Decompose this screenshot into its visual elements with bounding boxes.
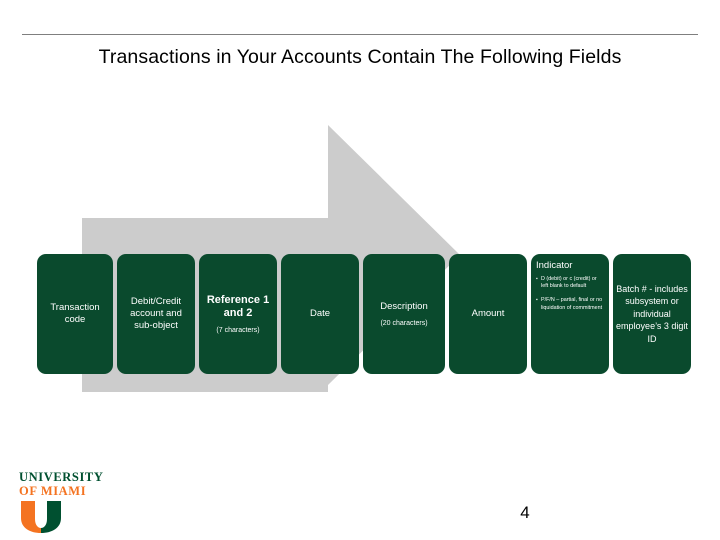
field-box-transaction-code: Transaction code <box>37 254 113 374</box>
field-label-batch-number: Batch # - includes subsystem or individu… <box>616 283 688 344</box>
indicator-bullet-debit-credit: D (debit) or c (credit) or left blank to… <box>536 275 605 290</box>
u-monogram-icon <box>21 501 61 533</box>
field-caption-description: (20 characters) <box>380 319 428 327</box>
field-box-description: Description (20 characters) <box>363 254 445 374</box>
logo-text-of-miami: OF MIAMI <box>19 484 87 498</box>
field-box-indicator: Indicator D (debit) or c (credit) or lef… <box>531 254 609 374</box>
field-box-debit-credit-account: Debit/Credit account and sub-object <box>117 254 195 374</box>
title-divider-rule <box>22 34 698 35</box>
page-number: 4 <box>520 503 530 522</box>
field-box-date: Date <box>281 254 359 374</box>
field-label-reference-1-and-2: Reference 1 and 2 <box>206 293 270 319</box>
field-label-amount: Amount <box>471 308 505 319</box>
field-label-date: Date <box>309 308 331 319</box>
field-box-reference-1-and-2: Reference 1 and 2 (7 characters) <box>199 254 277 374</box>
indicator-bullet-liquidation: P/F/N – partial, final or no liquidation… <box>536 297 605 311</box>
field-caption-reference-1-and-2: (7 characters) <box>216 326 260 334</box>
field-label-debit-credit-account: Debit/Credit account and sub-object <box>130 296 182 331</box>
page-title: Transactions in Your Accounts Contain Th… <box>98 46 622 68</box>
field-label-transaction-code: Transaction code <box>50 302 100 325</box>
logo-text-university: UNIVERSITY <box>19 470 104 484</box>
transaction-fields-row: Transaction code Debit/Credit account an… <box>37 254 691 374</box>
field-box-batch-number: Batch # - includes subsystem or individu… <box>613 254 691 374</box>
field-box-amount: Amount <box>449 254 527 374</box>
university-of-miami-logo: UNIVERSITY OF MIAMI <box>19 470 139 536</box>
field-label-description: Description <box>380 300 428 312</box>
field-label-indicator: Indicator <box>536 260 573 271</box>
